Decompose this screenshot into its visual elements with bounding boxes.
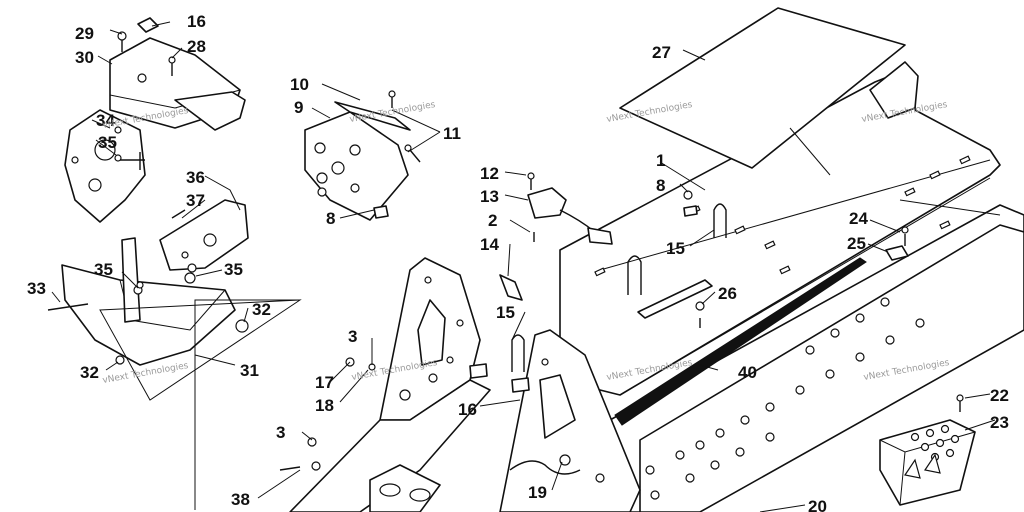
running-board-holes [645, 297, 925, 500]
callout-22: 22 [990, 386, 1009, 405]
callout-31: 31 [240, 361, 259, 380]
callout-34: 34 [96, 111, 115, 130]
callout-8: 8 [656, 176, 665, 195]
leader-lines [51, 21, 996, 512]
callout-30: 30 [75, 48, 94, 67]
callout-38: 38 [231, 490, 250, 509]
callout-3: 3 [276, 423, 285, 442]
callout-2: 2 [488, 211, 497, 230]
callout-14: 14 [480, 235, 499, 254]
lower-steering-bracket [47, 237, 302, 401]
callout-1: 1 [656, 151, 665, 170]
tunnel-cover-plate [619, 7, 906, 169]
callout-33: 33 [27, 279, 46, 298]
callout-23: 23 [990, 413, 1009, 432]
callout-11: 11 [443, 124, 461, 143]
callout-35: 35 [224, 260, 243, 279]
callout-9: 9 [294, 98, 303, 117]
callout-3: 3 [348, 327, 357, 346]
callout-35: 35 [94, 260, 113, 279]
tunnel-rear-flap [869, 61, 919, 119]
callout-15: 15 [496, 303, 515, 322]
wiring-connector [499, 172, 613, 301]
callout-25: 25 [847, 234, 866, 253]
steering-support [159, 199, 249, 271]
callout-26: 26 [718, 284, 737, 303]
callout-labels: 29 16 28 30 34 35 36 37 35 35 33 32 32 3… [27, 12, 1009, 512]
callout-20: 20 [808, 497, 827, 512]
steering-support-frame [289, 257, 491, 512]
running-board [639, 224, 1024, 512]
rear-a-frame [499, 329, 641, 512]
steering-post-bracket [64, 109, 146, 223]
callout-40: 40 [738, 363, 757, 382]
callout-28: 28 [187, 37, 206, 56]
callout-36: 36 [186, 168, 205, 187]
fasteners [136, 190, 909, 471]
tunnel-assembly [559, 61, 1024, 512]
callout-29: 29 [75, 24, 94, 43]
callout-13: 13 [480, 187, 499, 206]
callout-15: 15 [666, 239, 685, 258]
callout-32: 32 [80, 363, 99, 382]
callout-24: 24 [849, 209, 868, 228]
callout-8: 8 [326, 209, 335, 228]
callout-27: 27 [652, 43, 671, 62]
console-bracket [109, 17, 246, 131]
callout-35: 35 [98, 133, 117, 152]
reflector-strip [614, 257, 867, 426]
callout-18: 18 [315, 396, 334, 415]
callout-32: 32 [252, 300, 271, 319]
hood-bracket [304, 90, 421, 221]
callout-16: 16 [458, 400, 477, 419]
callout-19: 19 [528, 483, 547, 502]
callout-17: 17 [315, 373, 334, 392]
footrest-bracket [879, 394, 976, 506]
callout-16: 16 [187, 12, 206, 31]
callout-12: 12 [480, 164, 499, 183]
callout-10: 10 [290, 75, 309, 94]
callout-37: 37 [186, 191, 205, 210]
